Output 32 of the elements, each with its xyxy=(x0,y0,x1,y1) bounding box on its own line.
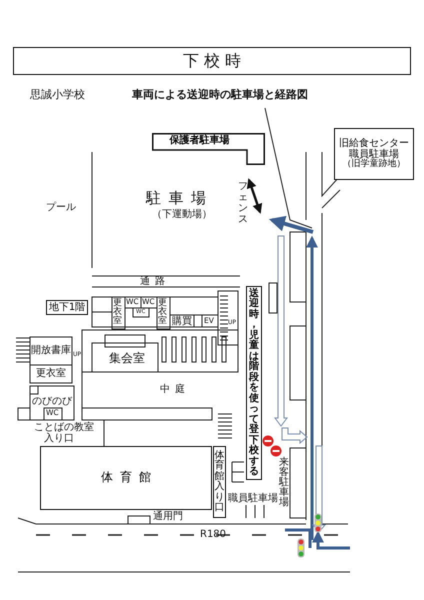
area-label: 駐車場 xyxy=(146,190,214,206)
school-name: 思誠小学校 xyxy=(30,89,85,102)
room-label: ことばの教室 xyxy=(34,422,94,433)
room-label: 集会室 xyxy=(109,352,145,366)
room-label: 購買 xyxy=(172,316,192,327)
gym-box xyxy=(40,446,212,510)
fence-label: フェンス xyxy=(238,181,248,225)
room-label: 入り口 xyxy=(44,433,74,444)
area-label: （下運動場） xyxy=(152,209,212,220)
room-label: 更衣室 xyxy=(36,368,66,379)
node-text: 体育館 xyxy=(100,471,158,485)
node-text: 地下1階 xyxy=(48,302,86,313)
gate-label: 通用門 xyxy=(153,511,183,522)
road-label: R180 xyxy=(200,529,226,540)
room-label: 更衣室 xyxy=(158,299,167,326)
title-heading: 下 校 時 xyxy=(13,47,411,75)
node-text: 体育館入り口 xyxy=(214,450,224,514)
parking-label: 職員駐車場 xyxy=(228,493,278,504)
area-label: プール xyxy=(46,202,76,213)
note-box xyxy=(246,286,262,480)
area-label: 中庭 xyxy=(160,384,190,395)
road-label: 通路 xyxy=(140,276,170,287)
room-label: 開放書庫 xyxy=(31,345,71,356)
room-label: 更衣室 xyxy=(113,299,122,326)
node-text: 保護者駐車場 xyxy=(168,135,230,146)
node-text: （旧学童跡地） xyxy=(342,160,406,170)
parking-label: 来客駐車場 xyxy=(279,458,289,508)
node-text: 送迎時，児童は階段を使って登下校する xyxy=(249,288,259,478)
entrance-box xyxy=(213,446,226,518)
map-heading: 車両による送迎時の駐車場と経路図 xyxy=(132,89,308,102)
parking-box xyxy=(334,128,414,180)
room-label: のびのび xyxy=(32,396,72,407)
